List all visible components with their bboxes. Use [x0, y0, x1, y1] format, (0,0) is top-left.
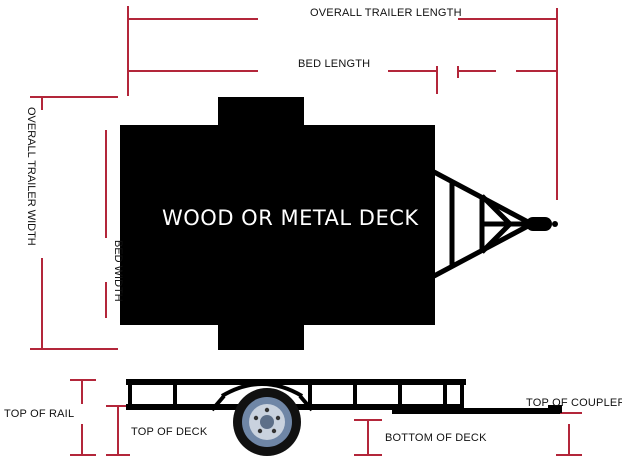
- bed-width-label: BED WIDTH: [112, 240, 124, 302]
- fender-strut: [298, 394, 314, 412]
- top-of-coupler-label: TOP OF COUPLER: [526, 397, 622, 409]
- overall-width-label: OVERALL TRAILER WIDTH: [25, 107, 37, 246]
- trailer-side-view: [126, 379, 562, 456]
- fender-strut: [210, 394, 226, 412]
- coupler: [526, 217, 552, 231]
- trailer-top-view: [120, 97, 558, 350]
- tongue: [432, 169, 530, 279]
- top-rail: [126, 379, 466, 385]
- deck-label: WOOD OR METAL DECK: [162, 206, 419, 230]
- top-of-rail-label: TOP OF RAIL: [4, 408, 75, 420]
- wheel: [233, 388, 301, 456]
- fender-top: [218, 97, 304, 127]
- coupler-ball: [552, 221, 558, 227]
- dimension-lines: [30, 6, 582, 456]
- overall-length-label: OVERALL TRAILER LENGTH: [310, 7, 462, 19]
- tongue-side: [392, 408, 560, 414]
- side-fender: [220, 382, 304, 398]
- deck: [120, 125, 435, 325]
- bed-length-label: BED LENGTH: [298, 58, 371, 70]
- top-of-deck-label: TOP OF DECK: [131, 426, 208, 438]
- coupler-side: [548, 405, 562, 413]
- bottom-of-deck-label: BOTTOM OF DECK: [385, 432, 487, 444]
